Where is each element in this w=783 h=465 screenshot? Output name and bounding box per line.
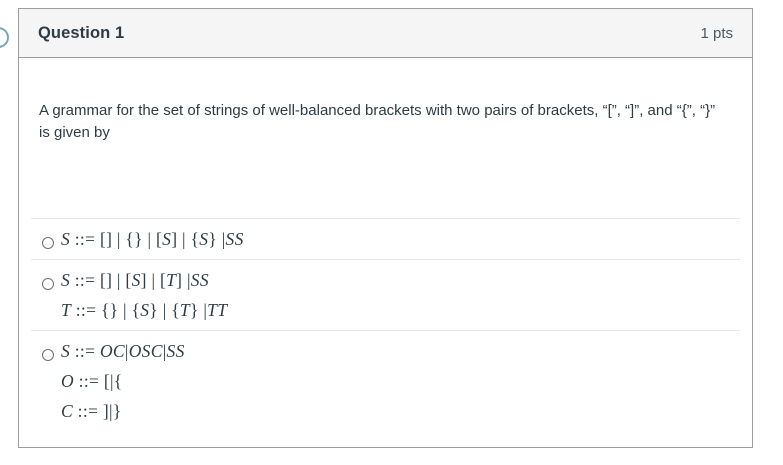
question-title: Question 1 [38,23,125,42]
question-card: Question 1 1 pts A grammar for the set o… [18,8,753,448]
question-text: A grammar for the set of strings of well… [39,102,716,141]
grammar-line: S ::= OC|OSC|SS [61,341,185,361]
answer-option[interactable]: S ::= [] | {} | [S] | {S} |SS [31,218,740,259]
grammar-line: O ::= [|{ [61,371,123,391]
question-body: A grammar for the set of strings of well… [19,58,752,431]
grammar-lines: S ::= [] | {} | [S] | {S} |SS [61,224,244,254]
grammar-line: C ::= ]|} [61,401,122,421]
radio-button[interactable] [42,237,54,249]
radio-button[interactable] [42,278,54,290]
points-badge: 1 pts [700,24,733,42]
grammar-line: S ::= [] | {} | [S] | {S} |SS [61,229,244,249]
question-marker-icon [0,27,9,48]
grammar-line: S ::= [] | [S] | [T] |SS [61,270,209,290]
question-header: Question 1 1 pts [19,9,752,58]
grammar-line: T ::= {} | {S} | {T} |TT [61,300,228,320]
radio-button[interactable] [42,349,54,361]
